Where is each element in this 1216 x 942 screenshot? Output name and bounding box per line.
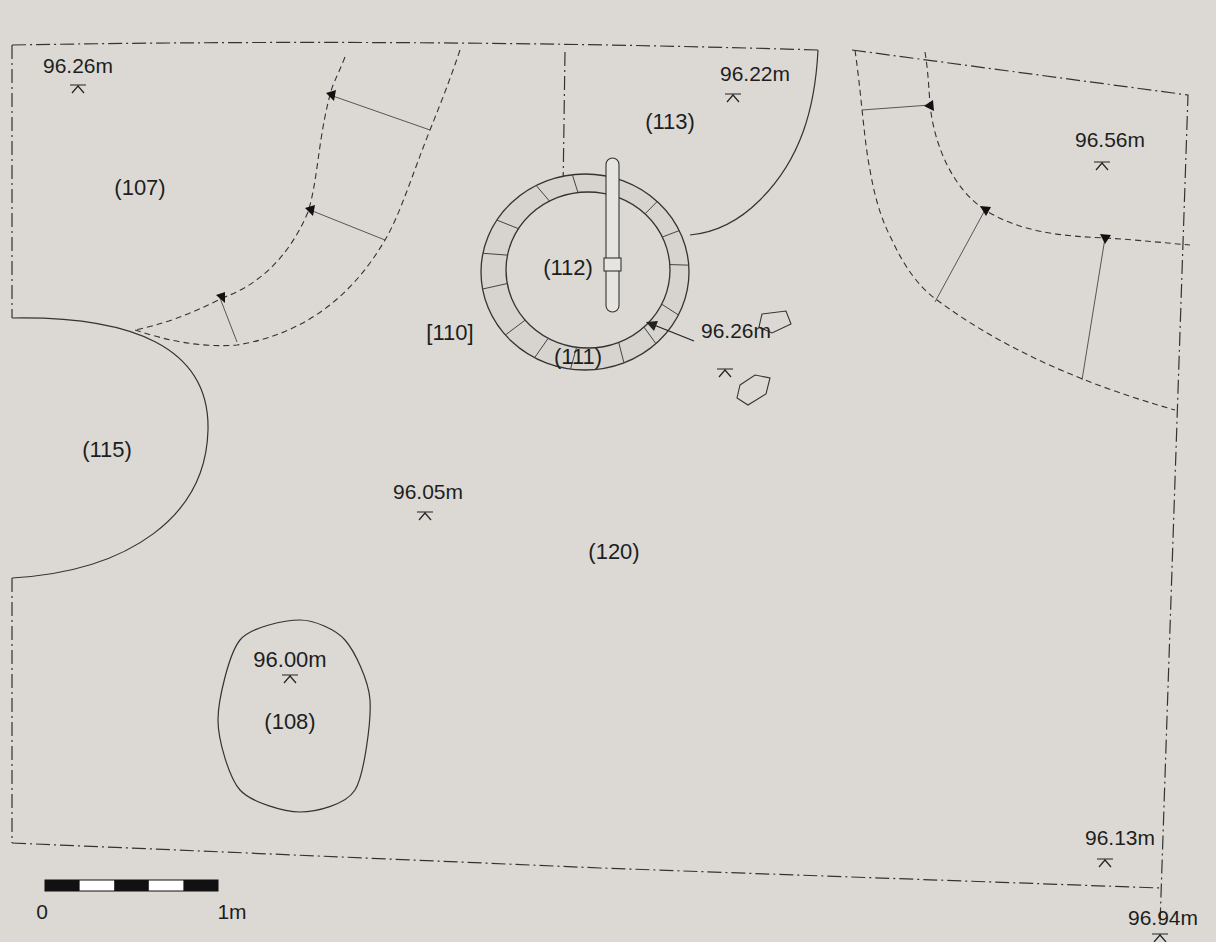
cut-top [925, 52, 1190, 245]
context-number: (120) [588, 540, 639, 564]
rod-band [604, 258, 621, 271]
level-value: 96.05m [393, 480, 463, 503]
cut-edges [135, 50, 1190, 410]
stone-joint [483, 284, 508, 289]
cut-base [135, 50, 460, 346]
trench-edge [12, 42, 818, 50]
section-edges [12, 42, 1188, 925]
level-marker [282, 675, 298, 683]
hachure-head [326, 90, 336, 101]
stone-joint [497, 220, 519, 229]
level-value: 96.22m [720, 62, 790, 85]
stone-joint [535, 338, 549, 357]
hachure-head [305, 205, 315, 216]
well-lining-outer [481, 174, 689, 370]
hachures [220, 95, 1105, 380]
hachure-head [980, 206, 991, 216]
leader [646, 321, 694, 341]
stone-joint [670, 264, 689, 266]
scale-block [183, 880, 218, 891]
outline-path [218, 620, 370, 812]
level-marker [1097, 859, 1113, 867]
scale-value: 0 [36, 900, 48, 923]
level-value: 96.94m [1128, 906, 1198, 929]
outline-path [12, 318, 208, 578]
context-number: (108) [264, 710, 315, 734]
scale-block [45, 880, 80, 891]
deposit: 96.00m (108) [215, 618, 373, 814]
context-boundary [563, 52, 565, 192]
level-value: 96.26m [43, 54, 113, 77]
well-lining-inner [506, 192, 670, 348]
stone-joint [662, 231, 679, 237]
deposit: (115) [10, 316, 220, 582]
trench-edge [852, 50, 1188, 925]
trench-edge [11, 45, 12, 843]
stone-joint [645, 202, 657, 214]
level-marker [1094, 162, 1110, 170]
stone-joint [619, 342, 624, 363]
level-marker [725, 94, 741, 102]
context-number: (113) [645, 110, 695, 134]
hachure-head [924, 100, 934, 111]
leader-line [654, 325, 694, 341]
rod [606, 158, 619, 312]
level-marker [417, 512, 433, 520]
stone-joints [483, 175, 689, 369]
cut-number: [110] [426, 321, 473, 345]
cut-top [135, 57, 345, 330]
cut-base [855, 50, 1175, 410]
hachure-head [1100, 234, 1111, 244]
stone-joint [505, 320, 525, 335]
context-number: (107) [114, 176, 165, 200]
level-value: 96.13m [1085, 826, 1155, 849]
level-markers [70, 85, 1168, 942]
level-marker [70, 85, 86, 93]
well [481, 158, 689, 370]
stone-joint [572, 175, 578, 193]
stone-joint [483, 253, 508, 255]
context-boundary [690, 50, 818, 235]
scale-value: 1m [217, 900, 246, 923]
scale-frame [45, 880, 218, 891]
level-value: 96.26m [701, 319, 771, 342]
hachure-head [216, 292, 225, 303]
context-number: (111) [554, 345, 602, 369]
stone-joint [536, 185, 549, 201]
leader-head [646, 321, 658, 331]
context-number: (115) [82, 438, 132, 462]
stone-joint [662, 304, 679, 315]
level-marker [717, 369, 733, 377]
scale-block [114, 880, 149, 891]
level-marker [1152, 934, 1168, 942]
context-number: (112) [543, 256, 593, 280]
level-value: 96.00m [253, 648, 326, 672]
ranging-rod [604, 158, 621, 312]
stone [737, 375, 770, 405]
level-value: 96.56m [1075, 128, 1145, 151]
scale-bar [45, 880, 218, 891]
